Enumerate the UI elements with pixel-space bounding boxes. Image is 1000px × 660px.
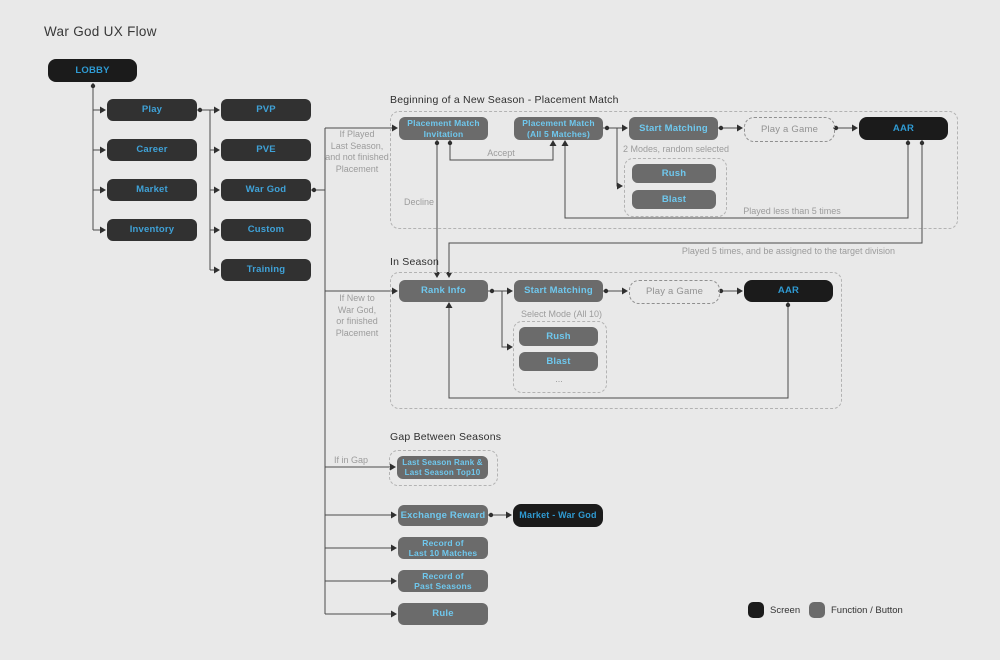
legend-screen-swatch bbox=[748, 602, 764, 618]
gap-section-heading: Gap Between Seasons bbox=[390, 431, 502, 443]
node-rush-placement: Rush bbox=[632, 164, 716, 183]
if-in-gap-edge-label: If in Gap bbox=[333, 455, 369, 465]
accept-edge-label: Accept bbox=[487, 148, 515, 158]
gap-section-container bbox=[389, 450, 498, 486]
node-play-a-game-placement: Play a Game bbox=[744, 117, 835, 142]
node-career: Career bbox=[107, 139, 197, 161]
node-last-season-rank: Last Season Rank & Last Season Top10 bbox=[397, 456, 488, 479]
node-market-war-god: Market - War God bbox=[513, 504, 603, 527]
legend-screen-label: Screen bbox=[770, 605, 801, 616]
node-market: Market bbox=[107, 179, 197, 201]
node-pve: PVE bbox=[221, 139, 311, 161]
node-placement-all-5: Placement Match (All 5 Matches) bbox=[514, 117, 603, 140]
in-season-section-container bbox=[390, 272, 842, 409]
node-play-a-game-season: Play a Game bbox=[629, 280, 720, 304]
modes-note-label: 2 Modes, random selected bbox=[623, 144, 730, 154]
more-modes-label: ... bbox=[555, 374, 563, 384]
placement-modes-container bbox=[624, 158, 727, 217]
less-than-5-edge-label: Played less than 5 times bbox=[743, 206, 841, 216]
in-season-section-heading: In Season bbox=[390, 256, 440, 268]
if-new-edge-label: If New to War God, or finished Placement bbox=[335, 293, 379, 338]
legend-function-swatch bbox=[809, 602, 825, 618]
played-5-edge-label: Played 5 times, and be assigned to the t… bbox=[681, 246, 895, 256]
node-war-god: War God bbox=[221, 179, 311, 201]
decline-edge-label: Decline bbox=[403, 197, 434, 207]
node-blast-season: Blast bbox=[519, 352, 598, 371]
node-training: Training bbox=[221, 259, 311, 281]
node-inventory: Inventory bbox=[107, 219, 197, 241]
node-record-past-seasons: Record of Past Seasons bbox=[398, 570, 488, 592]
node-placement-invitation: Placement Match Invitation bbox=[399, 117, 488, 140]
placement-section-heading: Beginning of a New Season - Placement Ma… bbox=[390, 94, 619, 106]
placement-section-container bbox=[390, 111, 958, 229]
node-rush-season: Rush bbox=[519, 327, 598, 346]
node-record-last-10: Record of Last 10 Matches bbox=[398, 537, 488, 559]
node-custom: Custom bbox=[221, 219, 311, 241]
node-aar-placement: AAR bbox=[859, 117, 948, 140]
node-rule: Rule bbox=[398, 603, 488, 625]
node-start-matching-placement: Start Matching bbox=[629, 117, 718, 140]
node-blast-placement: Blast bbox=[632, 190, 716, 209]
legend-function-label: Function / Button bbox=[831, 605, 903, 616]
if-played-edge-label: If Played Last Season, and not finished … bbox=[325, 129, 389, 174]
node-rank-info: Rank Info bbox=[399, 280, 488, 302]
node-exchange-reward: Exchange Reward bbox=[398, 505, 488, 526]
node-play: Play bbox=[107, 99, 197, 121]
select-mode-label: Select Mode (All 10) bbox=[521, 309, 603, 319]
node-aar-season: AAR bbox=[744, 280, 833, 302]
node-start-matching-season: Start Matching bbox=[514, 280, 603, 302]
page-title: War God UX Flow bbox=[44, 24, 157, 39]
season-modes-container bbox=[513, 321, 607, 393]
node-lobby: LOBBY bbox=[48, 59, 137, 82]
node-pvp: PVP bbox=[221, 99, 311, 121]
